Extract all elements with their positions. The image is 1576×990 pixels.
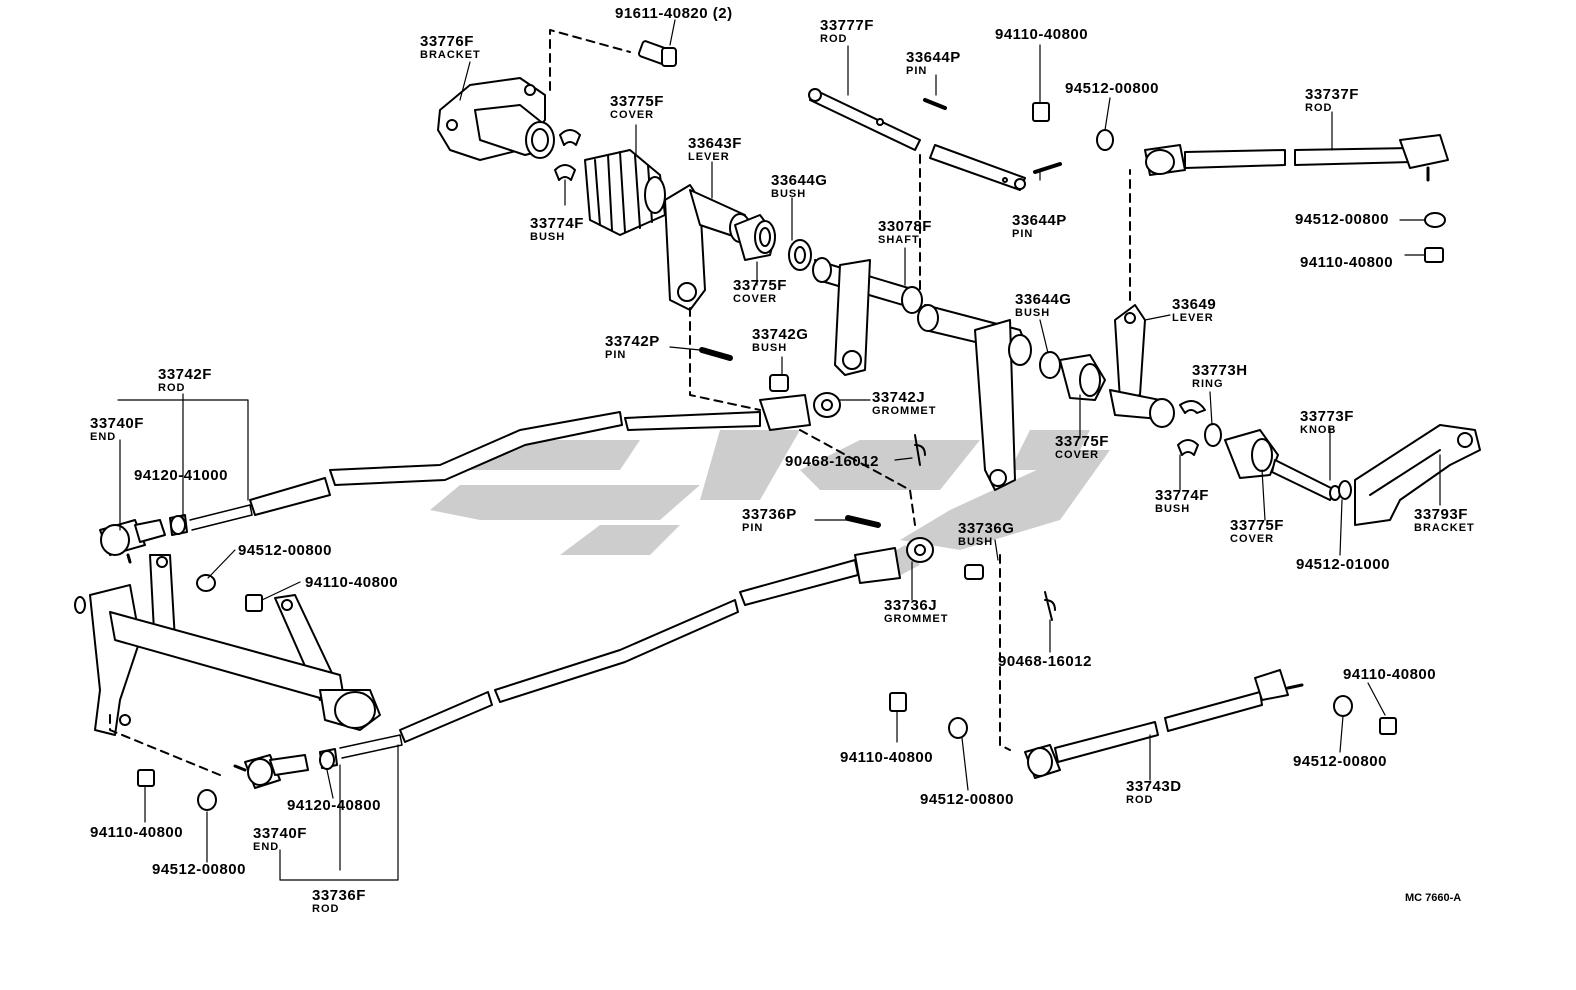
label-94110-40800-d: 94110-40800 bbox=[1343, 666, 1437, 683]
bracket-33776F bbox=[437, 77, 555, 161]
rod-33737F bbox=[1144, 134, 1449, 182]
rod-33743D bbox=[1024, 669, 1304, 779]
label-94110-40800-c: 94110-40800 bbox=[305, 574, 399, 591]
bracket-33793F bbox=[1354, 424, 1481, 526]
label-94120-40800: 94120-40800 bbox=[287, 797, 381, 814]
cover-33775F-b bbox=[734, 214, 776, 261]
lever-33649 bbox=[1109, 304, 1175, 428]
left-lever-assembly bbox=[74, 554, 381, 736]
label-94110-40800-f: 94110-40800 bbox=[90, 824, 184, 841]
rod-33742F bbox=[189, 394, 811, 531]
shaft-33078F bbox=[812, 257, 923, 376]
label-94110-40800-a: 94110-40800 bbox=[995, 26, 1089, 43]
label-94512-00800-d: 94512-00800 bbox=[238, 542, 332, 559]
label-94512-01000: 94512-01000 bbox=[1296, 556, 1390, 573]
label-90468-16012-a: 90468-16012 bbox=[785, 453, 879, 470]
cover-33775F-a bbox=[584, 149, 666, 236]
bolt-91611 bbox=[638, 40, 677, 67]
label-94120-41000: 94120-41000 bbox=[134, 467, 228, 484]
label-94110-40800-b: 94110-40800 bbox=[1300, 254, 1394, 271]
watermark-logo bbox=[430, 430, 1110, 578]
label-90468-16012-b: 90468-16012 bbox=[998, 653, 1092, 670]
label-94512-00800-f: 94512-00800 bbox=[920, 791, 1014, 808]
label-94512-00800-h: 94512-00800 bbox=[152, 861, 246, 878]
rod-33777F bbox=[808, 88, 1026, 191]
label-94110-40800-e: 94110-40800 bbox=[840, 749, 934, 766]
cover-knob-right bbox=[1224, 429, 1341, 501]
label-94512-00800-b: 94512-00800 bbox=[1295, 211, 1389, 228]
end-33740F-bottom bbox=[233, 748, 338, 789]
label-91611-40820: 91611-40820 (2) bbox=[615, 5, 733, 22]
label-94512-00800-e: 94512-00800 bbox=[1293, 753, 1387, 770]
shaft-lever-lower bbox=[917, 304, 1032, 491]
rod-33736F bbox=[339, 547, 901, 759]
diagram-code: MC 7660-A bbox=[1405, 892, 1462, 904]
label-94512-00800-a: 94512-00800 bbox=[1065, 80, 1159, 97]
